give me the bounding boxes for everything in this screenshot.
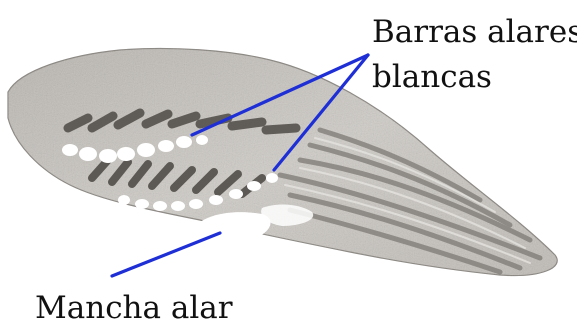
pointer-line-wing-patch xyxy=(110,231,222,278)
lower-covert-streaks xyxy=(88,156,266,198)
label-white-wing-bars-line2: blancas xyxy=(372,59,492,95)
label-white-wing-bars-line1: Barras alares xyxy=(372,14,577,50)
white-wing-bar-lower xyxy=(118,173,278,211)
pointer-line-upper-bar xyxy=(190,53,370,137)
white-wing-bar-upper xyxy=(62,135,208,163)
pointer-lines xyxy=(110,53,370,278)
upper-covert-streaks xyxy=(63,108,301,135)
pointer-line-lower-bar xyxy=(272,53,370,172)
label-wing-patch: Mancha alar xyxy=(35,290,233,326)
